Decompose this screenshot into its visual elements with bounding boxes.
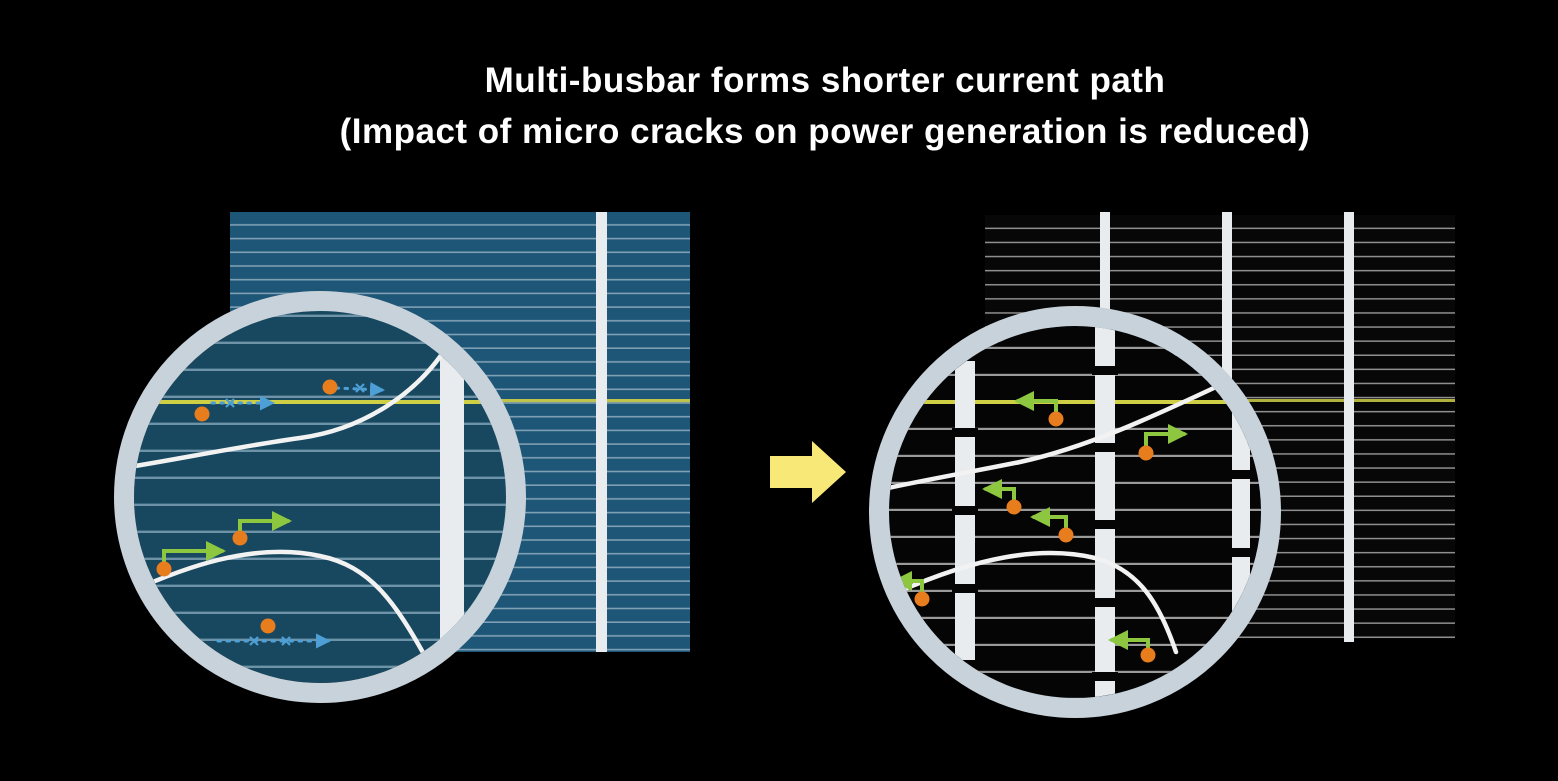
right-zoom-highlighted-finger [889, 400, 1261, 404]
green-current-arrow [1014, 391, 1058, 414]
electron-dot [1058, 527, 1074, 543]
title-line-2: (Impact of micro cracks on power generat… [339, 111, 1311, 151]
left-magnifier-view [134, 311, 506, 683]
transition-arrow-icon [770, 441, 846, 503]
right-micro-crack-upper [889, 383, 1221, 491]
right-cell-busbar-3 [1344, 212, 1354, 642]
right-zoom-cell-surface [889, 326, 1261, 698]
left-current-path-blocked-3 [216, 618, 331, 649]
left-zoom-highlighted-finger [134, 400, 506, 404]
right-micro-crack-lower [895, 550, 1179, 655]
electron-dot [322, 379, 338, 395]
green-current-arrow [238, 511, 292, 533]
current-break-x-icon [355, 383, 365, 393]
electron-dot [156, 561, 172, 577]
left-magnifier-ring [114, 291, 526, 703]
diagram-title: Multi-busbar forms shorter current path … [0, 56, 1558, 158]
left-micro-crack-lower [134, 549, 429, 661]
right-magnifier-ring [869, 306, 1281, 718]
electron-dot [1006, 499, 1022, 515]
green-current-arrow [982, 479, 1016, 502]
electron-dot [194, 406, 210, 422]
electron-dot [1140, 647, 1156, 663]
right-current-path-green-6 [1108, 630, 1156, 663]
right-zoom-busbar-2 [1095, 326, 1115, 698]
green-current-arrow [1144, 424, 1188, 448]
electron-dot [914, 591, 930, 607]
green-current-arrow [1108, 630, 1150, 650]
title-line-1: Multi-busbar forms shorter current path [484, 61, 1166, 100]
electron-dot [1138, 445, 1154, 461]
green-current-arrow [162, 541, 226, 564]
green-current-arrow [1030, 507, 1068, 530]
green-current-arrow [892, 571, 924, 594]
right-current-path-green-4 [1030, 507, 1074, 543]
electron-dot [260, 618, 276, 634]
left-micro-crack-upper [134, 335, 455, 473]
blocked-current-dotted-line [334, 381, 385, 397]
left-cell-busbar [596, 212, 607, 652]
left-current-path-blocked-1 [194, 395, 275, 422]
electron-dot [1048, 411, 1064, 427]
right-current-path-green-5 [892, 571, 930, 607]
left-current-path-blocked-2 [322, 379, 385, 397]
right-current-path-green-2 [1138, 424, 1188, 461]
right-current-path-green-1 [1014, 391, 1064, 427]
right-current-path-green-3 [982, 479, 1022, 515]
current-break-x-icon [225, 398, 235, 408]
electron-dot [232, 530, 248, 546]
left-current-path-green-1 [232, 511, 292, 546]
left-current-path-green-2 [156, 541, 226, 577]
current-break-x-icon [249, 636, 291, 646]
